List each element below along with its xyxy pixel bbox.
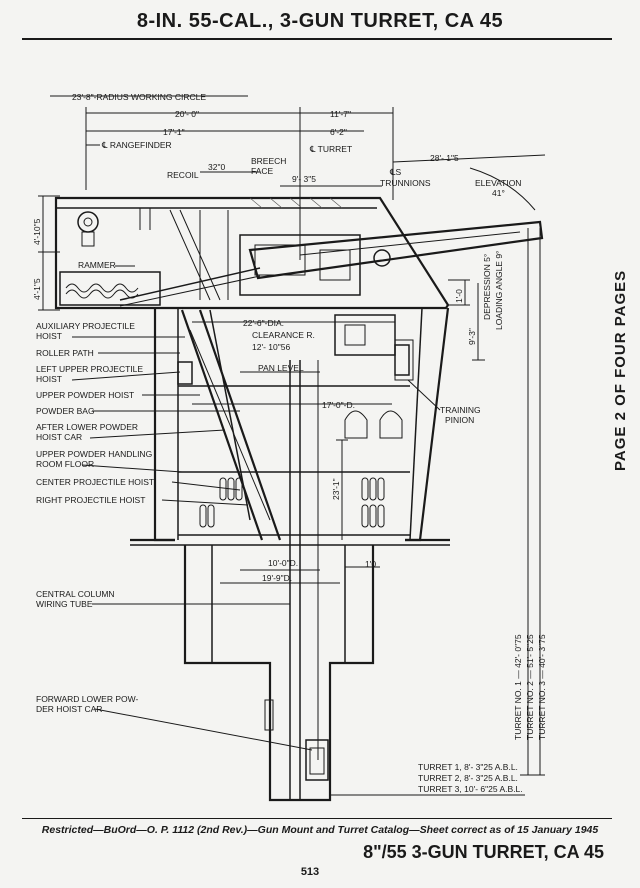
- turret-no-3: TURRET NO. 3 — 40'- 3"75: [537, 634, 547, 740]
- upper-powder-hoist-label: UPPER POWDER HOIST: [36, 390, 134, 400]
- abl-turret-1: TURRET 1, 8'- 3"25 A.B.L.: [418, 762, 518, 772]
- dim-22ft-dia: 22'-6"-DIA.: [243, 318, 284, 328]
- breech-label-1: BREECH: [251, 156, 286, 166]
- central-column-label-2: WIRING TUBE: [36, 599, 93, 609]
- depression-label: DEPRESSION 5°: [482, 254, 492, 320]
- dim-4ft-10: 4'-10"5: [32, 218, 42, 245]
- dim-9ft-3: 9'-3": [467, 328, 477, 345]
- clearance-label: CLEARANCE R.: [252, 330, 315, 340]
- after-lower-powder-label-1: AFTER LOWER POWDER: [36, 422, 138, 432]
- dim-20ft: 20'- 0": [175, 109, 199, 119]
- dim-1ft: 1'-0: [454, 289, 464, 303]
- dim-17ft-d: 17'-0"-D.: [322, 400, 355, 410]
- abl-turret-2: TURRET 2, 8'- 3"25 A.B.L.: [418, 773, 518, 783]
- barbette: [130, 307, 450, 546]
- dim-1ft-b: 1'0: [365, 559, 376, 569]
- upper-powder-handling-label-1: UPPER POWDER HANDLING: [36, 449, 152, 459]
- callouts: AUXILIARY PROJECTILE HOIST ROLLER PATH L…: [36, 321, 481, 751]
- page-count-note: PAGE 2 OF FOUR PAGES: [612, 269, 629, 471]
- dim-17ft: 17'-1": [163, 127, 185, 137]
- training-pinion-label-1: TRAINING: [440, 405, 481, 415]
- gun-house: [54, 196, 544, 310]
- turret-section-drawing: 23'-8"-RADIUS WORKING CIRCLE 20'- 0" 11'…: [32, 92, 547, 802]
- dim-6ft: 6'-2": [330, 127, 347, 137]
- turret-no-2: TURRET NO. 2 — 51'- 5"25: [525, 634, 535, 740]
- dim-9ft: 9'- 3"5: [292, 174, 316, 184]
- left-upper-projectile-label-2: HOIST: [36, 374, 62, 384]
- elevation-label: ELEVATION: [475, 178, 521, 188]
- forward-lower-powder-label-1: FORWARD LOWER POW-: [36, 694, 138, 704]
- central-column-label-1: CENTRAL COLUMN: [36, 589, 115, 599]
- pan-level-label: PAN LEVEL: [258, 363, 304, 373]
- abl-turret-3: TURRET 3, 10'- 6"25 A.B.L.: [418, 784, 523, 794]
- turret-elevation-dims: TURRET NO. 1 — 42'- 0"75 TURRET NO. 2 — …: [513, 228, 547, 776]
- aux-projectile-label-2: HOIST: [36, 331, 62, 341]
- page-title: 8-IN. 55-CAL., 3-GUN TURRET, CA 45: [136, 10, 504, 32]
- footer-caption: Restricted—BuOrd—O. P. 1112 (2nd Rev.)—G…: [41, 824, 599, 836]
- training-pinion-label-2: PINION: [445, 415, 474, 425]
- left-dimensions: 4'-10"5 4'-1"5: [32, 195, 60, 311]
- after-lower-powder-label-2: HOIST CAR: [36, 432, 82, 442]
- footer-title: 8"/55 3-GUN TURRET, CA 45: [363, 842, 604, 862]
- right-dimensions: 1'-0 9'-3" DEPRESSION 5° LOADING ANGLE 9…: [448, 251, 504, 361]
- dim-28ft: 28'- 1"5: [430, 153, 459, 163]
- page-number: 513: [300, 866, 320, 878]
- trunnions-label-1: ℄S: [389, 167, 401, 177]
- trunnions-label-2: TRUNNIONS: [380, 178, 431, 188]
- dim-23ft: 23'-1": [331, 478, 341, 500]
- turret-centerline-label: ℄ TURRET: [309, 144, 352, 154]
- title-rule: [22, 38, 612, 40]
- left-upper-projectile-label-1: LEFT UPPER PROJECTILE: [36, 364, 143, 374]
- top-dimensions: 23'-8"-RADIUS WORKING CIRCLE 20'- 0" 11'…: [50, 92, 546, 260]
- elevation-value: 41°: [492, 188, 505, 198]
- clearance-value: 12'- 10"56: [252, 342, 290, 352]
- recoil-value: 32"0: [208, 162, 225, 172]
- dim-10ft-d: 10'-0"D.: [268, 558, 298, 568]
- lower-dimensions: [220, 566, 380, 584]
- rammer-label: RAMMER: [78, 260, 116, 270]
- turret-no-1: TURRET NO. 1 — 42'- 0"75: [513, 634, 523, 740]
- roller-path-label: ROLLER PATH: [36, 348, 94, 358]
- forward-lower-powder-label-2: DER HOIST CAR: [36, 704, 102, 714]
- footer-rule: [22, 818, 612, 819]
- powder-bag-label: POWDER BAG: [36, 406, 95, 416]
- loading-angle-label: LOADING ANGLE 9°: [494, 251, 504, 330]
- upper-powder-handling-label-2: ROOM FLOOR: [36, 459, 94, 469]
- dim-11ft: 11'-7": [330, 109, 351, 119]
- center-projectile-label: CENTER PROJECTILE HOIST: [36, 477, 154, 487]
- dim-4ft-1: 4'-1"5: [32, 278, 42, 300]
- right-projectile-label: RIGHT PROJECTILE HOIST: [36, 495, 145, 505]
- rangefinder-label: ℄ RANGEFINDER: [101, 140, 172, 150]
- breech-label-2: FACE: [251, 166, 274, 176]
- aux-projectile-label-1: AUXILIARY PROJECTILE: [36, 321, 135, 331]
- radius-dimension: 23'-8"-RADIUS WORKING CIRCLE: [72, 92, 206, 102]
- central-trunk: [183, 360, 375, 802]
- dim-19ft-d: 19'-9"D.: [262, 573, 292, 583]
- recoil-label: RECOIL: [167, 170, 199, 180]
